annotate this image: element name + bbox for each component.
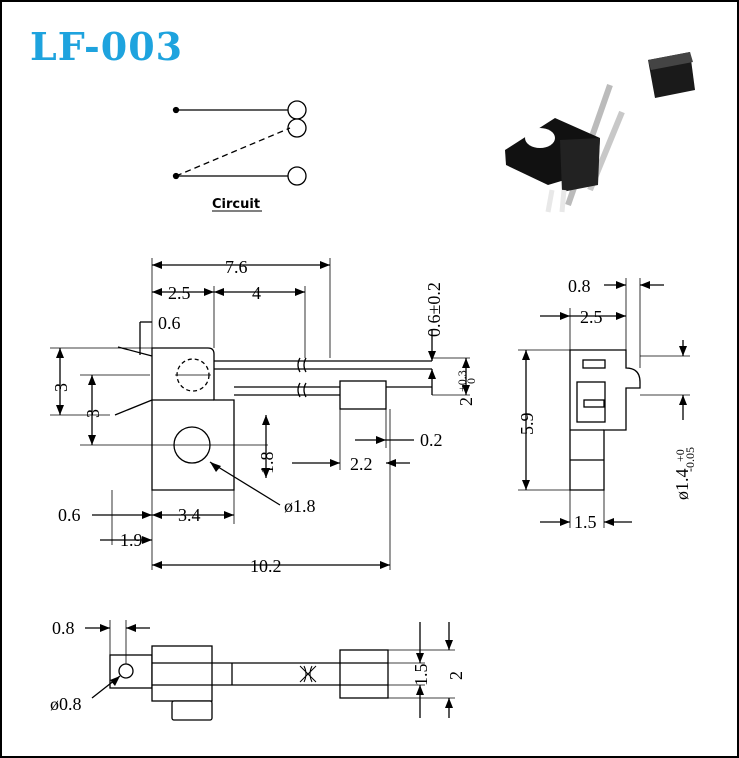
dim-bottom-left-w: 0.8 [52, 618, 75, 638]
dim-height-3a: 3 [51, 383, 71, 392]
dim-side-pin-dia: ø1.4 [672, 469, 692, 501]
front-arrowheads [56, 261, 470, 569]
dim-pin-span: 4 [252, 283, 261, 303]
front-left-leads [114, 346, 153, 416]
dim-top-gap: 0.6 [158, 313, 181, 333]
circuit-terminal-top [287, 100, 307, 120]
side-view [518, 278, 690, 528]
front-sleeve [339, 380, 387, 410]
bottom-break-mark [299, 665, 317, 683]
bottom-arrowheads [100, 624, 453, 708]
dim-lead-spacing-tol-up: +0.3 [455, 370, 469, 392]
dim-bottom-outer-h: 2 [446, 671, 466, 680]
photo-block [560, 138, 600, 192]
dim-total-len: 10.2 [250, 556, 282, 576]
dim-side-pin-tol-up: +0 [673, 449, 687, 462]
side-slot-top [582, 359, 606, 369]
front-body [151, 347, 235, 491]
circuit-diagram [172, 100, 307, 186]
front-pin-breaks [297, 357, 307, 398]
side-slot-mid [583, 399, 605, 408]
component-photo [505, 52, 695, 213]
dim-gap-small: 0.2 [420, 430, 443, 450]
dim-side-pin-tol-down: -0.05 [683, 447, 697, 472]
dim-side-height: 5.9 [517, 413, 537, 436]
dim-left-margin: 0.6 [58, 505, 81, 525]
dim-side-top-w: 0.8 [568, 276, 591, 296]
dim-height-3b: 3 [83, 409, 103, 418]
front-view [50, 258, 470, 570]
side-cavity [576, 381, 606, 423]
photo-cap-top [648, 52, 693, 70]
dim-left-offset: 2.5 [168, 283, 191, 303]
dim-bottom-inner-h: 1.5 [411, 664, 431, 687]
photo-lead-a [545, 189, 555, 213]
dim-hole-dia: ø1.8 [284, 496, 316, 516]
bottom-body [151, 645, 213, 702]
side-arrowheads [522, 281, 687, 526]
bottom-sleeve [339, 649, 389, 699]
dim-side-mid-w: 2.5 [580, 307, 603, 327]
photo-lead-b [559, 189, 567, 213]
dim-side-bottom-w: 1.5 [574, 512, 597, 532]
dim-sleeve-len: 2.2 [350, 454, 373, 474]
part-title: LF-003 [30, 24, 184, 69]
bottom-foot [171, 700, 213, 721]
dim-hole-height: 1.8 [257, 452, 277, 475]
dim-lead-spacing-tol-down: 0 [464, 378, 478, 384]
dim-left-step: 1.9 [120, 530, 143, 550]
circuit-label: Circuit [212, 197, 260, 212]
dim-bottom-hole-dia: ø0.8 [50, 694, 82, 714]
circuit-terminal-bottom [287, 166, 307, 186]
dim-overall-width: 7.6 [225, 257, 248, 277]
dim-pin-thickness: 0.6±0.2 [424, 282, 444, 337]
bottom-view [85, 620, 455, 721]
photo-hole [525, 128, 555, 148]
dim-body-width: 3.4 [178, 505, 201, 525]
dim-lead-spacing: 2 [456, 397, 476, 406]
circuit-terminal-mid [287, 118, 307, 138]
circuit-switch-dashed [175, 127, 291, 177]
